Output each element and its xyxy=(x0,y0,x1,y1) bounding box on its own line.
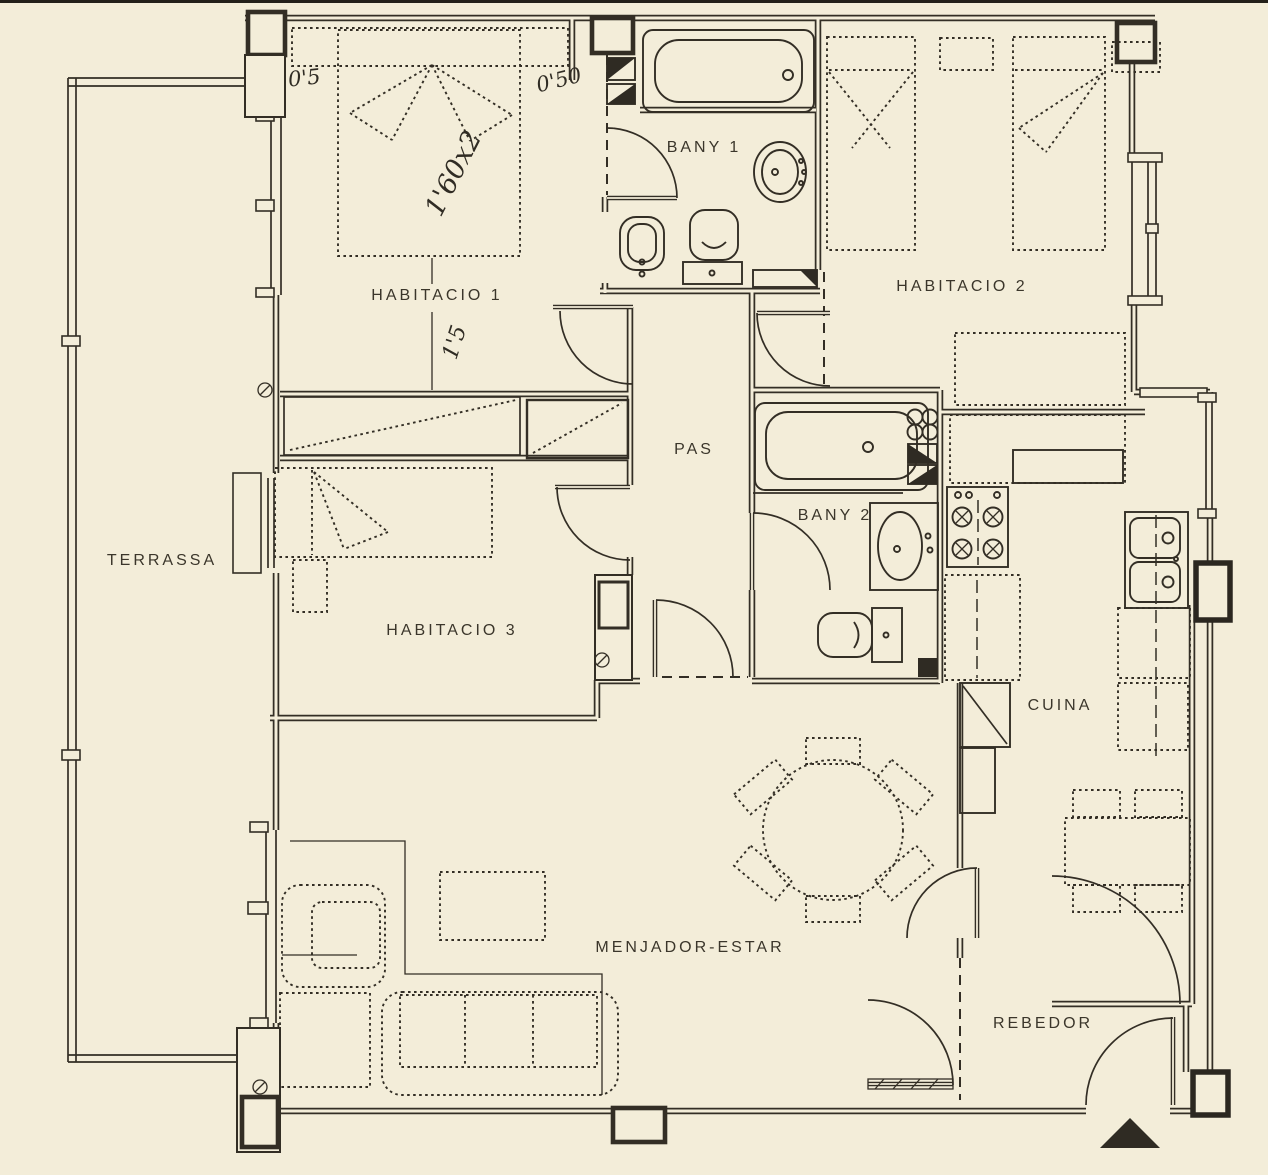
armchair xyxy=(281,884,386,988)
room-label-terrassa: TERRASSA xyxy=(106,552,218,569)
layout-guide-line xyxy=(290,840,603,1095)
windows xyxy=(232,111,1217,1029)
hatched-door-leaf xyxy=(867,1078,954,1090)
counter-top xyxy=(949,414,1126,484)
bathtub-icon xyxy=(753,402,929,494)
entrance-arrow-icon xyxy=(1100,1118,1160,1148)
balcony-door-sill xyxy=(232,472,262,574)
washbasin-icon xyxy=(753,141,807,203)
door-leaves xyxy=(553,198,1173,1105)
counter-west xyxy=(944,574,1021,681)
counter-east2 xyxy=(1117,682,1189,751)
kitchen-table xyxy=(1064,789,1191,913)
room-label-rebedor: REBEDOR xyxy=(992,1015,1094,1032)
single-bed xyxy=(1012,36,1106,251)
kitchen-fixtures xyxy=(944,414,1191,913)
wardrobes xyxy=(283,396,630,460)
double-bed xyxy=(337,29,521,257)
room-label-habitacio2: HABITACIO 2 xyxy=(896,278,1028,295)
oven-icon xyxy=(1012,449,1124,484)
living-room-furniture xyxy=(279,737,935,1096)
scan-border xyxy=(0,0,1268,3)
nightstand xyxy=(1111,41,1161,73)
bathtub-icon xyxy=(642,29,815,113)
cabinet-icon xyxy=(752,269,818,288)
nightstand xyxy=(939,37,994,71)
side-table xyxy=(279,992,371,1088)
headboard-shelf xyxy=(291,27,569,67)
kitchen-sink-icon xyxy=(1124,511,1189,609)
room-label-pas: PAS xyxy=(674,441,714,458)
room-label-menjador-estar: MENJADOR-ESTAR xyxy=(595,939,785,956)
room-label-bany2: BANY 2 xyxy=(797,507,873,524)
vent-clover-icon xyxy=(906,408,939,485)
coffee-table xyxy=(439,871,546,941)
bathroom2-fixtures xyxy=(753,402,939,677)
fridge-icon xyxy=(959,682,1011,814)
toilet-icon xyxy=(817,607,903,663)
washbasin-icon xyxy=(869,502,939,591)
service-ducts xyxy=(594,560,1233,1118)
single-bed xyxy=(274,467,493,558)
handwritten-dim-left: 0'5 xyxy=(286,64,322,92)
room-label-bany1: BANY 1 xyxy=(666,139,742,156)
pillars xyxy=(236,9,1158,1153)
bedroom3-furniture xyxy=(274,467,493,613)
door-arcs xyxy=(556,127,1181,1106)
duct-icon xyxy=(918,658,937,677)
bedroom2-furniture xyxy=(826,36,1161,406)
round-dining-table xyxy=(732,737,935,923)
desk xyxy=(954,332,1126,406)
nightstand xyxy=(292,559,328,613)
dashed-openings xyxy=(606,55,961,1100)
room-label-habitacio1: HABITACIO 1 xyxy=(371,287,503,304)
counter-east xyxy=(1117,607,1191,679)
bedroom1-furniture xyxy=(291,27,569,390)
single-bed xyxy=(826,36,916,251)
cooktop-icon xyxy=(946,486,1009,568)
sofa xyxy=(381,991,619,1096)
room-label-cuina: CUINA xyxy=(1027,697,1093,714)
room-label-habitacio3: HABITACIO 3 xyxy=(386,622,518,639)
toilet-icon xyxy=(682,209,743,285)
terrace-railing xyxy=(61,77,245,1063)
duct-hatch-icon xyxy=(606,57,636,105)
bathroom1-fixtures xyxy=(606,29,818,288)
bidet-icon xyxy=(619,216,665,278)
column-marker-icons xyxy=(252,382,610,1095)
